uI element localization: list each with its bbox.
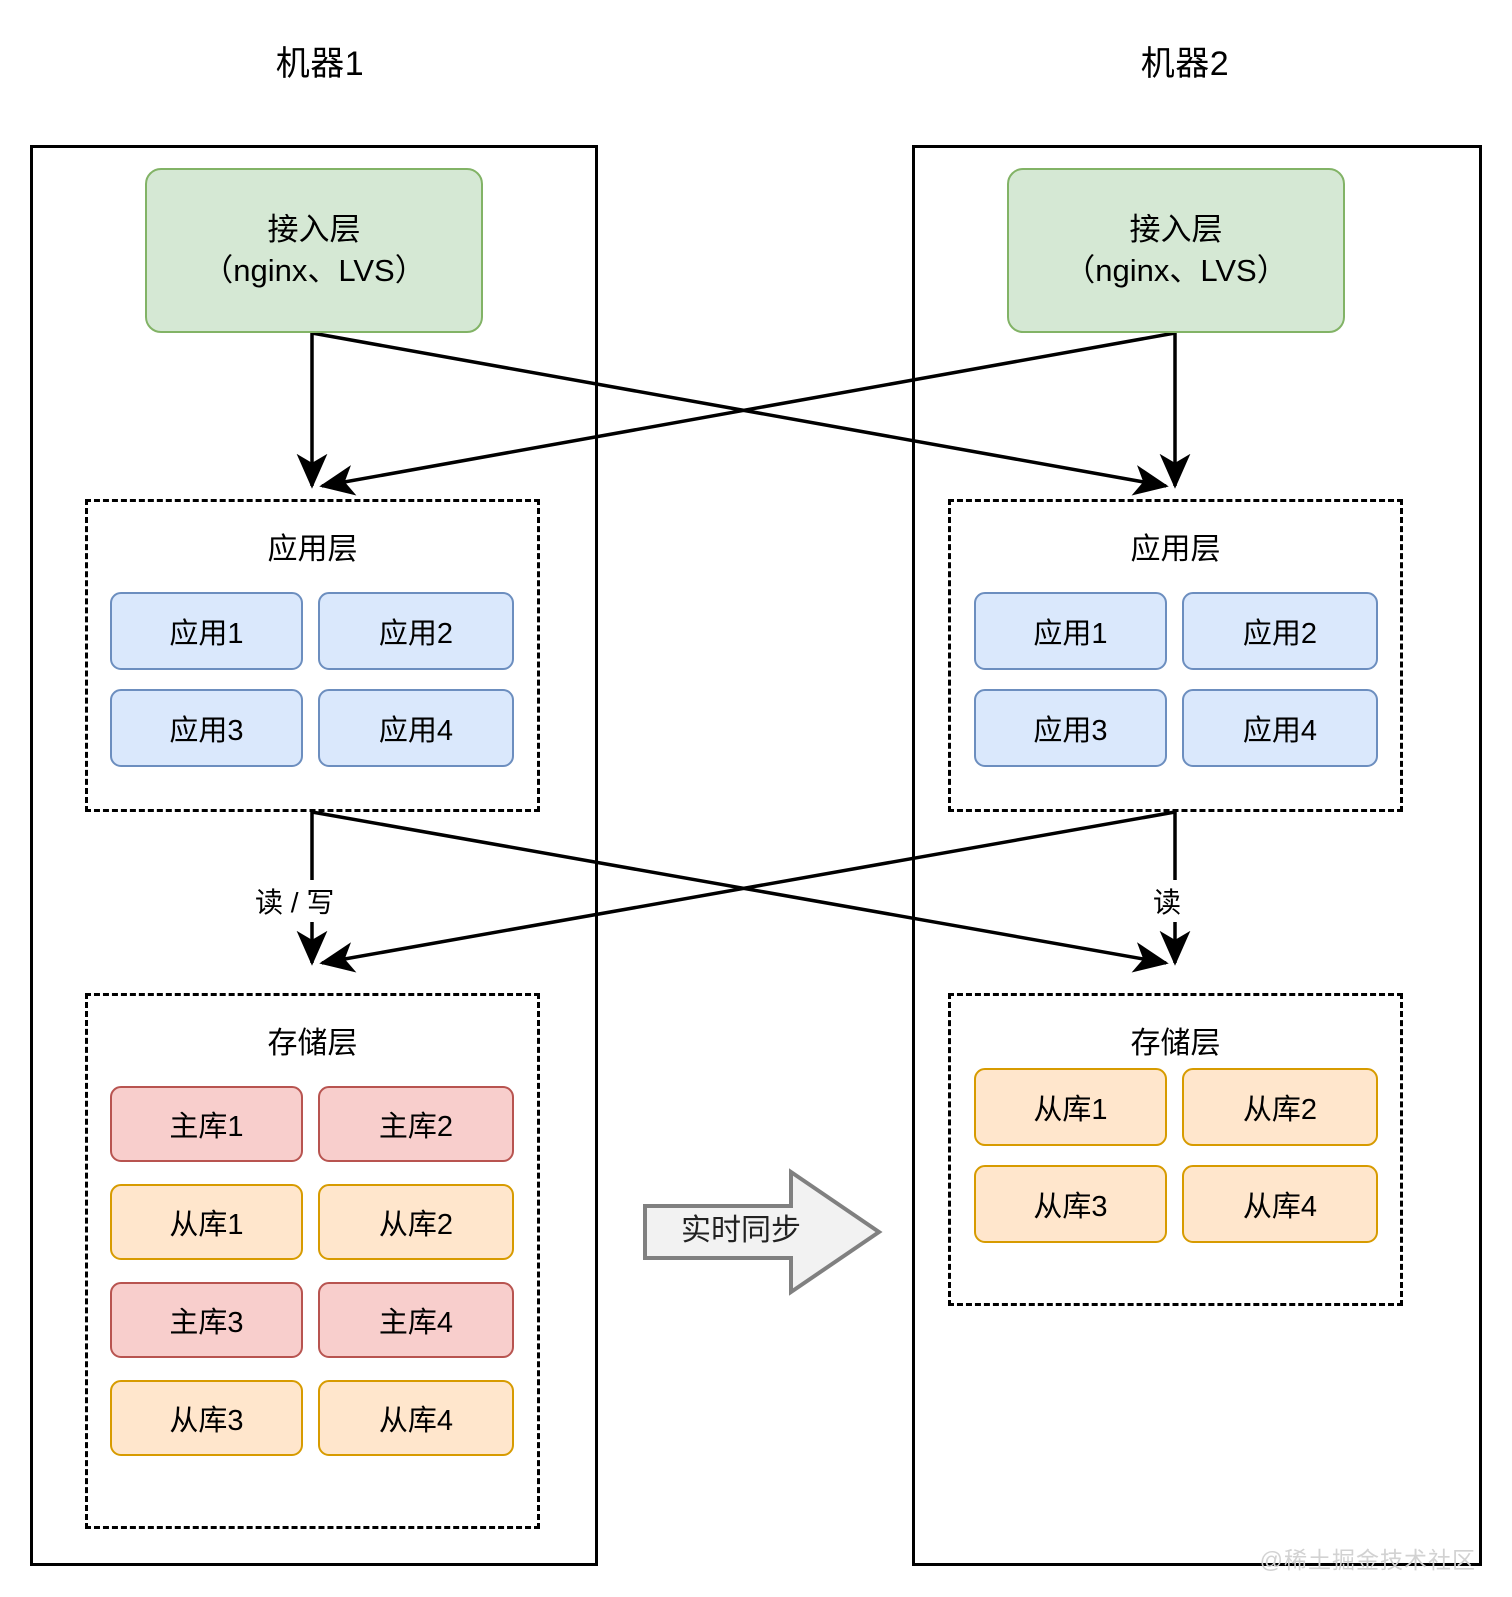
sync-arrow-label: 实时同步 xyxy=(681,1214,801,1247)
machine1-app-node-4-label: 应用4 xyxy=(378,715,454,747)
machine2-storage-layer-container: 存储层 xyxy=(948,993,1403,1306)
machine2-storage-node-3[interactable]: 从库3 xyxy=(974,1165,1167,1243)
machine2-storage-node-2[interactable]: 从库2 xyxy=(1182,1068,1378,1146)
machine1-storage-node-3[interactable]: 从库1 xyxy=(110,1184,303,1260)
machine2-app-layer-container: 应用层 xyxy=(948,499,1403,812)
machine1-storage-node-7[interactable]: 从库3 xyxy=(110,1380,303,1456)
machine1-storage-node-8-label: 从库4 xyxy=(378,1405,454,1437)
machine2-storage-node-4-label: 从库4 xyxy=(1242,1191,1318,1223)
machine1-access-line1: 接入层 xyxy=(267,211,361,247)
machine2-app-node-1-label: 应用1 xyxy=(1033,618,1108,650)
machine2-app-node-2[interactable]: 应用2 xyxy=(1182,592,1378,670)
machine2-app-node-3[interactable]: 应用3 xyxy=(974,689,1167,767)
machine1-storage-node-1[interactable]: 主库1 xyxy=(110,1086,303,1162)
machine1-storage-node-5[interactable]: 主库3 xyxy=(110,1282,303,1358)
machine2-app-node-2-label: 应用2 xyxy=(1242,618,1318,650)
watermark: @稀土掘金技术社区 xyxy=(1259,1547,1476,1573)
machine1-app-node-2-label: 应用2 xyxy=(378,618,454,650)
machine2-title: 机器2 xyxy=(1140,45,1230,83)
machine1-storage-node-3-label: 从库1 xyxy=(169,1209,244,1241)
machine2-storage-node-3-label: 从库3 xyxy=(1033,1191,1108,1223)
machine1-storage-node-2[interactable]: 主库2 xyxy=(318,1086,514,1162)
machine2-storage-node-1[interactable]: 从库1 xyxy=(974,1068,1167,1146)
machine2-storage-node-1-label: 从库1 xyxy=(1033,1094,1108,1126)
machine1-storage-layer-container: 存储层 xyxy=(85,993,540,1529)
machine2-app-node-4-label: 应用4 xyxy=(1242,715,1318,747)
machine2-app-node-1[interactable]: 应用1 xyxy=(974,592,1167,670)
sync-block-arrow xyxy=(643,1168,883,1296)
machine2-access-line2: （nginx、LVS） xyxy=(1064,252,1288,288)
machine2-storage-layer-caption: 存储层 xyxy=(1130,1027,1221,1060)
sync-arrow-shape xyxy=(643,1168,883,1296)
machine2-access-layer-box[interactable]: 接入层 （nginx、LVS） xyxy=(1007,168,1345,333)
machine1-storage-node-7-label: 从库3 xyxy=(169,1405,244,1437)
machine2-storage-node-2-label: 从库2 xyxy=(1242,1094,1318,1126)
machine2-storage-node-4[interactable]: 从库4 xyxy=(1182,1165,1378,1243)
edge-label-read: 读 xyxy=(1148,880,1187,922)
machine1-app-node-1[interactable]: 应用1 xyxy=(110,592,303,670)
machine1-storage-node-2-label: 主库2 xyxy=(378,1111,454,1143)
machine1-app-node-4[interactable]: 应用4 xyxy=(318,689,514,767)
machine2-app-layer-caption: 应用层 xyxy=(1130,533,1221,566)
machine1-app-node-1-label: 应用1 xyxy=(169,618,244,650)
machine1-title: 机器1 xyxy=(275,45,365,83)
machine1-storage-node-4[interactable]: 从库2 xyxy=(318,1184,514,1260)
machine1-storage-layer-caption: 存储层 xyxy=(267,1027,358,1060)
machine1-access-line2: （nginx、LVS） xyxy=(202,252,426,288)
machine1-storage-node-8[interactable]: 从库4 xyxy=(318,1380,514,1456)
machine1-app-node-3[interactable]: 应用3 xyxy=(110,689,303,767)
machine1-storage-node-4-label: 从库2 xyxy=(378,1209,454,1241)
machine1-app-node-3-label: 应用3 xyxy=(169,715,244,747)
machine2-app-node-4[interactable]: 应用4 xyxy=(1182,689,1378,767)
machine1-app-node-2[interactable]: 应用2 xyxy=(318,592,514,670)
machine1-app-layer-container: 应用层 xyxy=(85,499,540,812)
machine1-storage-node-1-label: 主库1 xyxy=(169,1111,244,1143)
machine1-storage-node-6-label: 主库4 xyxy=(378,1307,454,1339)
machine2-frame xyxy=(912,145,1482,1566)
machine1-storage-node-5-label: 主库3 xyxy=(169,1307,244,1339)
machine1-storage-node-6[interactable]: 主库4 xyxy=(318,1282,514,1358)
machine1-access-layer-box[interactable]: 接入层 （nginx、LVS） xyxy=(145,168,483,333)
machine1-app-layer-caption: 应用层 xyxy=(267,533,358,566)
machine2-access-line1: 接入层 xyxy=(1129,211,1223,247)
edge-label-read-write: 读 / 写 xyxy=(250,880,340,922)
machine2-app-node-3-label: 应用3 xyxy=(1033,715,1108,747)
